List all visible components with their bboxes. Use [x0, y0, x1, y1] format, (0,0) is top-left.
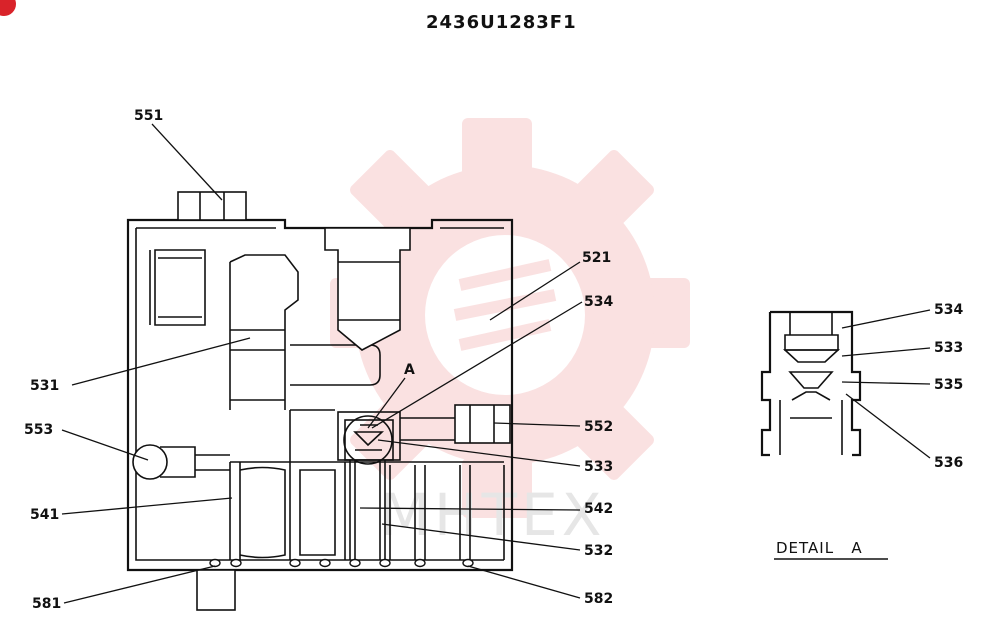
label-534: 534	[584, 294, 613, 310]
label-A: A	[404, 362, 415, 378]
label-533: 533	[584, 459, 613, 475]
label-551: 551	[134, 108, 163, 124]
corner-badge	[0, 0, 16, 16]
detail-labels: 534 533 535 536	[934, 302, 963, 471]
detail-leader-lines	[841, 309, 931, 459]
label-552: 552	[584, 419, 613, 435]
leader-lines	[61, 123, 583, 604]
label-581: 581	[32, 596, 61, 612]
detail-label-535: 535	[934, 377, 963, 393]
label-521: 521	[582, 250, 611, 266]
label-582: 582	[584, 591, 613, 607]
detail-caption: DETAIL A	[776, 539, 863, 557]
label-542: 542	[584, 501, 613, 517]
drawing-number: 2436U1283F1	[426, 12, 577, 33]
valve-body	[126, 191, 514, 611]
detail-label-536: 536	[934, 455, 963, 471]
part-labels: 551 521 534 531 A 553 552 533 541 542 53…	[24, 108, 613, 612]
detail-label-534: 534	[934, 302, 963, 318]
detail-a-view	[760, 310, 862, 457]
label-541: 541	[30, 507, 59, 523]
lower-bores	[229, 410, 505, 560]
label-532: 532	[584, 543, 613, 559]
detail-label-533: 533	[934, 340, 963, 356]
label-531: 531	[30, 378, 59, 394]
label-553: 553	[24, 422, 53, 438]
